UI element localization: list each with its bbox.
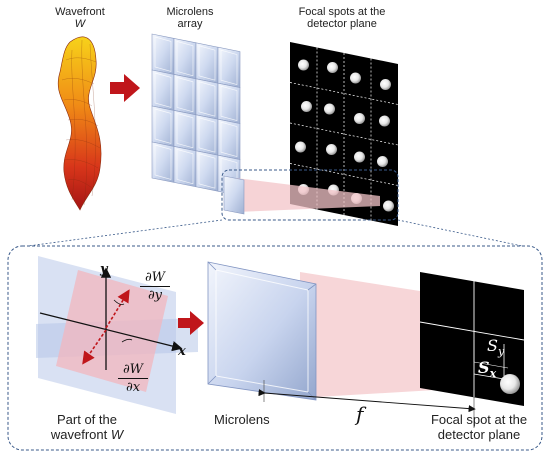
sy-label: Sy bbox=[487, 336, 504, 358]
focal-spots-label-line1: Focal spots at the bbox=[298, 6, 386, 18]
sx-subscript: x bbox=[489, 367, 497, 381]
wavefront-symbol: W bbox=[74, 18, 86, 30]
lenslet-highlight bbox=[176, 112, 194, 149]
focal-length-label: f bbox=[356, 402, 364, 426]
focal-spots-detector bbox=[289, 42, 399, 226]
zoom-highlight-box bbox=[221, 169, 399, 221]
bottom-red-arrow bbox=[178, 311, 204, 335]
part-label-line2: wavefront bbox=[50, 427, 108, 442]
microlens-label: Microlens bbox=[214, 412, 270, 427]
focal-spot bbox=[500, 374, 520, 394]
focal-spots-label-line2: detector plane bbox=[307, 18, 377, 30]
top-red-arrow bbox=[110, 74, 140, 102]
focal-length-dimension bbox=[258, 380, 476, 428]
focal-spot-dot bbox=[350, 72, 361, 84]
single-detector bbox=[419, 272, 525, 406]
focal-spot-dot bbox=[354, 113, 365, 124]
focal-spot-label: Focal spot at the detector plane bbox=[414, 412, 544, 442]
focal-spot-label-line1: Focal spot at the bbox=[430, 412, 528, 427]
lenslet-highlight bbox=[198, 81, 216, 117]
single-microlens bbox=[207, 261, 317, 401]
zoom-line-right bbox=[397, 219, 523, 247]
top-beam bbox=[236, 178, 380, 212]
microlens-array-label: Microlens array bbox=[150, 6, 230, 30]
sy-subscript: y bbox=[497, 345, 505, 359]
dwdy-numerator: ∂W bbox=[144, 270, 166, 285]
axis-y-label: y bbox=[100, 262, 108, 277]
dwdx-fraction: ∂W ∂x bbox=[118, 362, 148, 395]
lenslet-highlight bbox=[220, 85, 238, 122]
lenslet-highlight bbox=[220, 121, 238, 158]
sy-symbol: S bbox=[487, 336, 498, 355]
microlens-array bbox=[151, 33, 241, 196]
sx-symbol: S bbox=[478, 358, 490, 377]
coordinate-axes bbox=[39, 267, 183, 370]
dwdy-fraction: ∂W ∂y bbox=[140, 270, 170, 303]
focal-spot-dot bbox=[301, 101, 312, 112]
lenslet-highlight bbox=[176, 148, 194, 185]
highlighted-lenslet bbox=[223, 175, 245, 215]
part-label-line1: Part of the bbox=[57, 412, 117, 427]
wavefront-planes bbox=[36, 256, 198, 414]
part-of-wavefront-label: Part of the wavefront W bbox=[22, 412, 152, 442]
focal-spot-dot bbox=[380, 79, 391, 90]
focal-spot-dot bbox=[354, 151, 365, 163]
focal-spot-dot bbox=[298, 59, 309, 71]
sx-label: Sx bbox=[478, 358, 496, 380]
lenslet-highlight bbox=[198, 117, 216, 153]
microlens-array-label-line1: Microlens bbox=[166, 6, 214, 18]
lenslet-highlight bbox=[176, 40, 194, 77]
lenslet-highlight bbox=[154, 72, 172, 108]
lenslet-highlight bbox=[198, 153, 216, 189]
axis-x-label: x bbox=[178, 344, 186, 359]
wavefront-label: Wavefront W bbox=[40, 6, 120, 30]
focal-spots-label: Focal spots at the detector plane bbox=[282, 6, 402, 30]
detail-panel-frame bbox=[7, 245, 543, 451]
focal-spot-dot bbox=[327, 62, 338, 73]
lenslet-highlight bbox=[154, 108, 172, 144]
focal-spot-dot bbox=[295, 141, 306, 153]
focal-spot-dot bbox=[377, 156, 388, 167]
wavefront-label-text: Wavefront bbox=[55, 6, 105, 18]
lenslet-highlight bbox=[198, 45, 216, 81]
focal-spot-dot bbox=[326, 144, 337, 155]
part-label-symbol: W bbox=[110, 427, 124, 442]
focal-spot-dot bbox=[379, 115, 390, 127]
lenslet-highlight bbox=[176, 76, 194, 113]
gradient-vectors bbox=[82, 289, 133, 365]
focal-spot-label-line2: detector plane bbox=[437, 427, 521, 442]
dwdy-denominator: ∂y bbox=[147, 288, 163, 303]
focal-spot-dot bbox=[383, 200, 394, 212]
dwdx-numerator: ∂W bbox=[122, 362, 144, 377]
focal-spot-dot bbox=[324, 103, 335, 115]
dwdx-denominator: ∂x bbox=[125, 380, 141, 395]
wavefront-surface bbox=[57, 36, 102, 211]
lenslet-highlight bbox=[220, 49, 238, 86]
lenslet-highlight bbox=[154, 36, 172, 72]
zoom-line-left bbox=[27, 219, 223, 247]
lenslet-highlight bbox=[154, 144, 172, 180]
microlens-array-label-line2: array bbox=[177, 18, 203, 30]
